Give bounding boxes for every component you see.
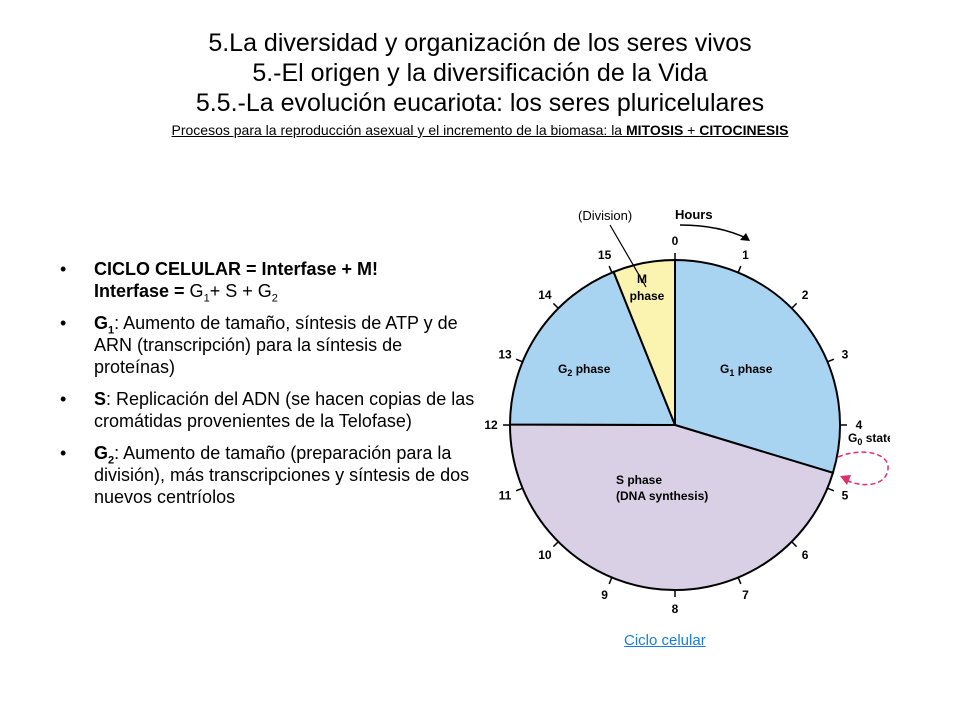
hour-label-0: 0 (672, 234, 679, 248)
m-phase-label2: phase (630, 289, 665, 303)
subtitle-plus: + (683, 122, 700, 138)
g1-phase-wedge (674, 258, 841, 475)
hour-tick-13 (515, 358, 523, 363)
interfase-g: G (189, 281, 204, 301)
hours-arrow (679, 224, 749, 240)
hour-label-3: 3 (842, 348, 849, 362)
bullet-dot: • (60, 389, 67, 409)
hour-label-2: 2 (802, 288, 809, 302)
hour-tick-14 (552, 302, 559, 309)
hour-tick-1 (737, 265, 742, 273)
g1-sub: 1 (108, 324, 115, 337)
g0-state-label: G0 state (848, 431, 890, 447)
subtitle-mitosis: MITOSIS (625, 122, 684, 138)
s-text: : Replicación del ADN (se hacen copias d… (94, 389, 475, 431)
g2-phase-wedge (508, 270, 677, 427)
m-phase-wedge (612, 258, 676, 426)
ciclo-celular-formula: = Interfase + M! (241, 259, 379, 279)
hour-label-10: 10 (538, 548, 552, 562)
g2-label: G (94, 443, 109, 463)
bullet-g1: • G1: Aumento de tamaño, síntesis de ATP… (60, 312, 480, 378)
hour-tick-7 (737, 577, 742, 585)
hour-tick-6 (791, 541, 798, 548)
title-line-3: 5.5.-La evolución eucariota: los seres p… (195, 89, 765, 117)
title-block: 5.La diversidad y organización de los se… (0, 28, 960, 139)
bullet-ciclo-celular: • CICLO CELULAR = Interfase + M! Interfa… (60, 258, 480, 305)
hour-tick-2 (791, 302, 798, 309)
interfase-sub1: 1 (203, 292, 210, 305)
hour-label-5: 5 (842, 488, 849, 502)
hour-label-13: 13 (498, 348, 512, 362)
bullet-dot: • (60, 313, 67, 333)
hour-label-7: 7 (742, 588, 749, 602)
subtitle: Procesos para la reproducción asexual y … (0, 121, 960, 139)
hours-label: Hours (675, 207, 713, 222)
g0-loop-arrowhead (840, 475, 851, 485)
subtitle-text: Procesos para la reproducción asexual y … (171, 122, 626, 138)
bullet-g2: • G2: Aumento de tamaño (preparación par… (60, 442, 480, 508)
g1-text: : Aumento de tamaño, síntesis de ATP y d… (94, 313, 458, 377)
hours-arrowhead (740, 233, 750, 241)
hour-tick-5 (827, 487, 835, 492)
m-phase-label: M (637, 272, 647, 286)
hour-tick-11 (515, 487, 523, 492)
g1-label: G (94, 313, 109, 333)
hour-tick-9 (608, 577, 613, 585)
s-phase-wedge (508, 423, 835, 592)
ciclo-celular-link[interactable]: Ciclo celular (624, 632, 706, 649)
division-label: (Division) (578, 208, 632, 223)
bullet-s: • S: Replicación del ADN (se hacen copia… (60, 388, 480, 432)
bullet-list: • CICLO CELULAR = Interfase + M! Interfa… (60, 258, 480, 518)
s-phase-label: S phase (616, 473, 662, 487)
title-line-2: 5.-El origen y la diversificación de la … (252, 59, 708, 87)
subtitle-citocinesis: CITOCINESIS (699, 122, 789, 138)
hour-label-12: 12 (484, 418, 498, 432)
hour-tick-10 (552, 541, 559, 548)
title-line-1: 5.La diversidad y organización de los se… (208, 29, 752, 57)
g0-loop-arrow (837, 451, 889, 486)
g2-sub: 2 (108, 454, 115, 467)
g2-text: : Aumento de tamaño (preparación para la… (94, 443, 470, 507)
hour-label-14: 14 (538, 288, 552, 302)
hour-label-4: 4 (856, 418, 863, 432)
hour-label-1: 1 (742, 248, 749, 262)
hour-tick-3 (827, 358, 835, 363)
interfase-mid: + S + G (209, 281, 272, 301)
s-phase-label2: (DNA synthesis) (616, 489, 708, 503)
hour-tick-15 (608, 265, 613, 273)
ciclo-celular-label: CICLO CELULAR (94, 259, 241, 279)
bullet-dot: • (60, 259, 67, 279)
hour-label-11: 11 (499, 488, 512, 502)
hour-label-15: 15 (598, 248, 612, 262)
s-label: S (94, 389, 107, 409)
g1-phase-label: G1 phase (720, 362, 773, 378)
g2-phase-label: G2 phase (558, 362, 611, 378)
bullet-dot: • (60, 443, 67, 463)
interfase-label: Interfase = (94, 281, 190, 301)
division-pointer (609, 224, 647, 288)
hour-label-8: 8 (672, 602, 679, 616)
hour-label-9: 9 (601, 588, 608, 602)
hour-label-6: 6 (802, 548, 809, 562)
hour-tick-marks (503, 253, 847, 597)
interfase-sub2: 2 (271, 292, 278, 305)
